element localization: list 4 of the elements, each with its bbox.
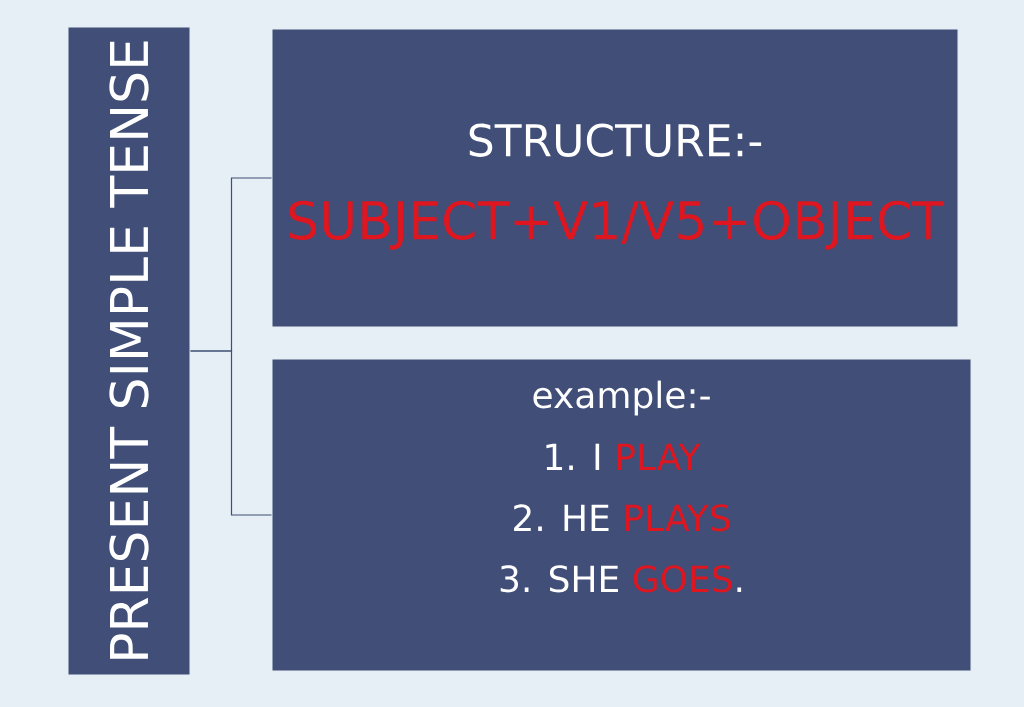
- connector-line: [189, 350, 273, 516]
- example-box: example:- 1. I PLAY 2. HE PLAYS 3. SHE GOES .: [271, 358, 972, 672]
- structure-box: STRUCTURE:- SUBJECT+V1/V5+OBJECT: [271, 28, 959, 328]
- title-box: PRESENT SIMPLE TENSE: [67, 26, 191, 676]
